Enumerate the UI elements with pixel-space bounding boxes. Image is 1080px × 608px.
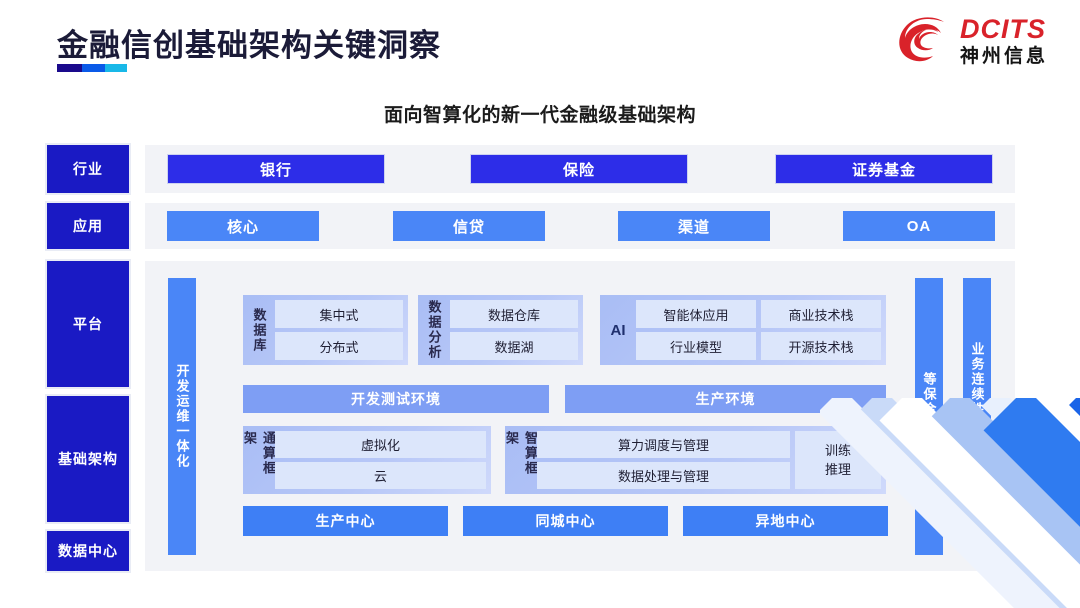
group-database[interactable]: 数据库 集中式 分布式 <box>243 295 408 365</box>
group-intelligent-compute-framework[interactable]: 智算框架 算力调度与管理 数据处理与管理 训练 推理 <box>504 426 886 494</box>
group-general-compute-framework[interactable]: 通算框架 虚拟化 云 <box>242 426 491 494</box>
cell-distributed[interactable]: 分布式 <box>275 332 403 360</box>
group-ai-column-2: 商业技术栈 开源技术栈 <box>761 300 881 360</box>
dc-chip-same-city-center[interactable]: 同城中心 <box>463 506 668 536</box>
underline-segment-blue <box>82 64 105 72</box>
cell-data-lake[interactable]: 数据湖 <box>450 332 578 360</box>
cell-centralized[interactable]: 集中式 <box>275 300 403 328</box>
vertical-bar-business-continuity[interactable]: 业务连续性及数据保护 <box>963 278 991 555</box>
cell-cloud[interactable]: 云 <box>275 462 486 489</box>
cell-compute-scheduling-management[interactable]: 算力调度与管理 <box>537 431 790 458</box>
group-general-compute-label-text: 通算框架 <box>242 431 276 476</box>
sidebar-item-industry[interactable]: 行业 <box>47 145 129 193</box>
application-chip-core[interactable]: 核心 <box>167 211 319 241</box>
cell-industry-model[interactable]: 行业模型 <box>636 332 756 360</box>
group-database-label-text: 数据库 <box>251 307 267 353</box>
group-database-label: 数据库 <box>248 300 270 360</box>
cell-open-source-tech-stack[interactable]: 开源技术栈 <box>761 332 881 360</box>
application-row-panel: 核心 信贷 渠道 OA <box>145 203 1015 249</box>
dc-chip-production-center[interactable]: 生产中心 <box>243 506 448 536</box>
logo-text-block: DCITS 神州信息 <box>959 14 1048 67</box>
cell-data-warehouse[interactable]: 数据仓库 <box>450 300 578 328</box>
page-title: 金融信创基础架构关键洞察 <box>57 28 441 63</box>
cell-agent-application[interactable]: 智能体应用 <box>636 300 756 328</box>
group-data-analytics-cells: 数据仓库 数据湖 <box>450 300 578 360</box>
group-intelligent-compute-label: 智算框架 <box>504 431 538 489</box>
env-chip-dev-test[interactable]: 开发测试环境 <box>243 385 549 413</box>
env-chip-production[interactable]: 生产环境 <box>565 385 886 413</box>
cell-data-processing-management[interactable]: 数据处理与管理 <box>537 462 790 489</box>
group-intelligent-compute-label-text: 智算框架 <box>504 431 538 476</box>
group-ai-cells: 智能体应用 行业模型 商业技术栈 开源技术栈 <box>636 300 881 360</box>
sidebar-item-infrastructure[interactable]: 基础架构 <box>47 396 129 522</box>
underline-segment-navy <box>57 64 83 72</box>
cell-inference-label: 推理 <box>824 462 851 477</box>
vertical-bar-devops[interactable]: 开发运维一体化 <box>168 278 196 555</box>
sidebar-item-application[interactable]: 应用 <box>47 203 129 249</box>
title-underline-accent <box>57 64 127 72</box>
underline-segment-cyan <box>104 64 127 72</box>
vertical-bar-business-continuity-label: 业务连续性及数据保护 <box>969 341 985 492</box>
dcits-swirl-icon <box>899 17 944 62</box>
group-intelligent-compute-cells: 算力调度与管理 数据处理与管理 <box>537 431 790 489</box>
industry-chip-securities-fund[interactable]: 证券基金 <box>775 154 993 184</box>
industry-row-panel: 银行 保险 证券基金 <box>145 145 1015 193</box>
group-data-analytics[interactable]: 数据分析 数据仓库 数据湖 <box>418 295 583 365</box>
cell-virtualization[interactable]: 虚拟化 <box>275 431 486 458</box>
cell-commercial-tech-stack[interactable]: 商业技术栈 <box>761 300 881 328</box>
cell-training-inference[interactable]: 训练 推理 <box>795 431 881 489</box>
industry-chip-insurance[interactable]: 保险 <box>470 154 688 184</box>
group-ai-column-1: 智能体应用 行业模型 <box>636 300 756 360</box>
group-data-analytics-label: 数据分析 <box>423 300 445 360</box>
group-database-cells: 集中式 分布式 <box>275 300 403 360</box>
dcits-logo: DCITS 神州信息 <box>898 16 1048 66</box>
stripe-7 <box>1069 398 1080 608</box>
vertical-bar-compliance-security[interactable]: 等保合规安全 <box>915 278 943 555</box>
vertical-bar-compliance-security-label: 等保合规安全 <box>921 371 937 462</box>
page-header: 金融信创基础架构关键洞察 DCITS 神州信息 <box>0 0 1080 92</box>
application-chip-credit[interactable]: 信贷 <box>393 211 545 241</box>
logo-text-en: DCITS <box>959 14 1046 44</box>
vertical-bar-devops-label: 开发运维一体化 <box>174 364 190 469</box>
sidebar-item-platform[interactable]: 平台 <box>47 261 129 387</box>
application-chip-channel[interactable]: 渠道 <box>618 211 770 241</box>
logo-text-cn: 神州信息 <box>959 46 1048 67</box>
group-data-analytics-label-text: 数据分析 <box>426 300 442 360</box>
group-ai-label: AI <box>610 321 626 339</box>
dc-chip-remote-center[interactable]: 异地中心 <box>683 506 888 536</box>
group-general-compute-label: 通算框架 <box>242 431 276 489</box>
application-chip-oa[interactable]: OA <box>843 211 995 241</box>
group-general-compute-cells: 虚拟化 云 <box>275 431 486 489</box>
industry-chip-bank[interactable]: 银行 <box>167 154 385 184</box>
diagram-subtitle: 面向智算化的新一代金融级基础架构 <box>383 105 696 126</box>
cell-training-label: 训练 <box>824 442 851 458</box>
sidebar-item-datacenter[interactable]: 数据中心 <box>47 531 129 571</box>
group-ai[interactable]: AI 智能体应用 行业模型 商业技术栈 开源技术栈 <box>600 295 886 365</box>
